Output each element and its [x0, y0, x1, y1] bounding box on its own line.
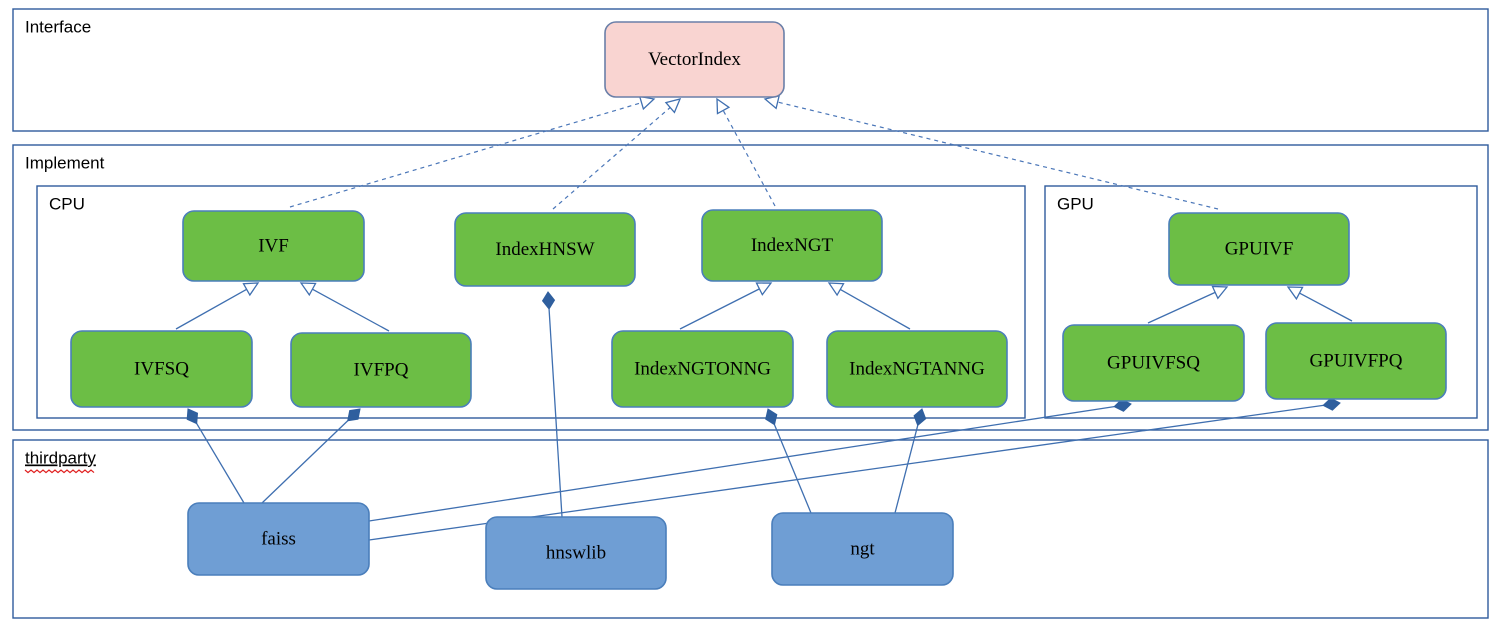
node-label-hnswlib: hnswlib [546, 542, 606, 563]
node-label-ivfpq: IVFPQ [354, 359, 409, 380]
composition-diamond-e-ngt-ngtonng [765, 408, 778, 426]
node-box-ngt[interactable] [771, 512, 954, 586]
edge-line-e-ngt-ngtanng [894, 425, 919, 514]
node-hnswlib[interactable]: hnswlib [485, 516, 667, 590]
node-label-faiss: faiss [261, 528, 296, 549]
edge-e-indexhnsw-vectorindex [552, 98, 682, 210]
node-label-ivf: IVF [258, 235, 289, 256]
group-label-gpu: GPU [1057, 194, 1094, 213]
node-faiss[interactable]: faiss [187, 502, 370, 576]
inheritance-arrowhead-e-ivfsq-ivf [242, 282, 260, 297]
edge-e-ivfsq-ivf [175, 282, 260, 330]
group-label-implement: Implement [25, 153, 105, 172]
node-box-gpuivf[interactable] [1168, 212, 1350, 286]
edge-line-e-indexhnsw-vectorindex [552, 107, 671, 210]
spellcheck-underline-thirdparty [24, 469, 95, 474]
edge-e-ngt-ngtonng [765, 408, 812, 514]
node-gpuivfpq[interactable]: GPUIVFPQ [1265, 322, 1447, 400]
node-indexngtonng[interactable]: IndexNGTONNG [611, 330, 794, 408]
node-box-indexngtanng[interactable] [826, 330, 1008, 408]
node-label-vectorindex: VectorIndex [648, 49, 741, 70]
edge-e-indexngt-vectorindex [716, 97, 776, 207]
composition-diamond-e-hnswlib-indexhnsw [541, 291, 556, 310]
node-ivf[interactable]: IVF [182, 210, 365, 282]
node-box-indexhnsw[interactable] [454, 212, 636, 287]
edge-line-e-ivfpq-ivf [312, 288, 390, 332]
node-gpuivf[interactable]: GPUIVF [1168, 212, 1350, 286]
edge-e-ngt-ngtanng [894, 408, 927, 514]
edge-line-e-gpuivf-vectorindex [777, 101, 1219, 210]
inheritance-arrowhead-e-ngtonng-indexngt [755, 282, 773, 296]
node-label-gpuivfpq: GPUIVFPQ [1310, 350, 1403, 371]
composition-diamond-e-faiss-ivfpq [347, 408, 361, 422]
edge-line-e-ivf-vectorindex [289, 102, 642, 208]
inheritance-arrowhead-e-gpuivfpq-gpuivf [1286, 286, 1304, 301]
node-box-ivfsq[interactable] [70, 330, 253, 408]
group-label-cpu: CPU [49, 194, 85, 213]
edge-e-faiss-ivfsq [186, 408, 245, 504]
edge-e-hnswlib-indexhnsw [541, 291, 563, 518]
node-label-gpuivfsq: GPUIVFSQ [1107, 352, 1200, 373]
edge-e-gpuivf-vectorindex [763, 94, 1219, 210]
edge-e-ivfpq-ivf [299, 282, 390, 332]
edge-line-e-hnswlib-indexhnsw [548, 308, 563, 518]
node-label-indexngtonng: IndexNGTONNG [634, 358, 771, 379]
edge-e-gpuivfpq-gpuivf [1286, 286, 1353, 322]
node-label-indexhnsw: IndexHNSW [495, 239, 594, 260]
edge-line-e-ivfsq-ivf [175, 288, 247, 330]
node-box-faiss[interactable] [187, 502, 370, 576]
composition-diamond-e-faiss-gpuivfpq [1322, 397, 1341, 411]
group-label-interface: Interface [25, 17, 91, 36]
node-label-ngt: ngt [850, 538, 875, 559]
edges-layer [175, 94, 1353, 541]
node-box-indexngt[interactable] [701, 209, 883, 282]
node-gpuivfsq[interactable]: GPUIVFSQ [1062, 324, 1245, 402]
inheritance-arrowhead-e-ivfpq-ivf [299, 282, 317, 297]
group-label-thirdparty: thirdparty [25, 448, 96, 467]
edge-e-ngtanng-indexngt [827, 282, 911, 330]
node-label-indexngt: IndexNGT [751, 235, 834, 256]
node-label-gpuivf: GPUIVF [1225, 238, 1294, 259]
node-ivfsq[interactable]: IVFSQ [70, 330, 253, 408]
edge-line-e-ngtanng-indexngt [839, 288, 911, 330]
inheritance-arrowhead-e-ngtanng-indexngt [827, 282, 845, 297]
edge-e-faiss-ivfpq [261, 408, 361, 504]
node-box-vectorindex[interactable] [604, 21, 785, 98]
realization-arrowhead-e-indexngt-vectorindex [716, 97, 731, 115]
node-label-indexngtanng: IndexNGTANNG [849, 358, 985, 379]
node-ngt[interactable]: ngt [771, 512, 954, 586]
node-box-gpuivfsq[interactable] [1062, 324, 1245, 402]
node-box-ivfpq[interactable] [290, 332, 472, 408]
edge-line-e-faiss-ivfpq [261, 420, 349, 504]
edge-line-e-indexngt-vectorindex [722, 110, 776, 207]
node-box-indexngtonng[interactable] [611, 330, 794, 408]
node-indexngt[interactable]: IndexNGT [701, 209, 883, 282]
edge-line-e-ngtonng-indexngt [679, 288, 760, 330]
node-vectorindex[interactable]: VectorIndex [604, 21, 785, 98]
node-indexngtanng[interactable]: IndexNGTANNG [826, 330, 1008, 408]
edge-line-e-ngt-ngtonng [773, 424, 812, 514]
inheritance-arrowhead-e-gpuivfsq-gpuivf [1211, 285, 1229, 300]
edge-line-e-faiss-gpuivfsq [368, 405, 1115, 522]
realization-arrowhead-e-indexhnsw-vectorindex [664, 98, 682, 114]
edge-e-gpuivfsq-gpuivf [1147, 285, 1229, 324]
node-box-ivf[interactable] [182, 210, 365, 282]
node-box-hnswlib[interactable] [485, 516, 667, 590]
node-indexhnsw[interactable]: IndexHNSW [454, 212, 636, 287]
edge-line-e-gpuivfsq-gpuivf [1147, 291, 1216, 324]
node-label-ivfsq: IVFSQ [134, 358, 189, 379]
composition-diamond-e-ngt-ngtanng [913, 408, 927, 427]
edge-line-e-faiss-ivfsq [196, 423, 245, 504]
composition-diamond-e-faiss-ivfsq [186, 408, 199, 425]
node-box-gpuivfpq[interactable] [1265, 322, 1447, 400]
edge-line-e-gpuivfpq-gpuivf [1299, 292, 1353, 322]
node-ivfpq[interactable]: IVFPQ [290, 332, 472, 408]
edge-e-ngtonng-indexngt [679, 282, 773, 330]
